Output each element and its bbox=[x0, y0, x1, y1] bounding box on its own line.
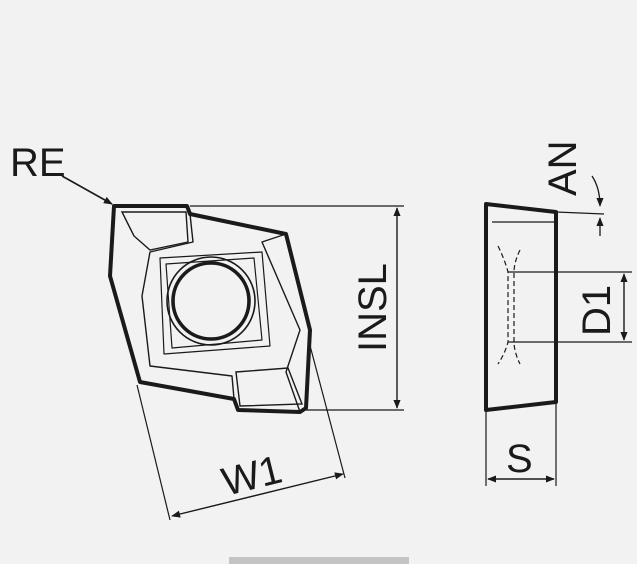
corner-pad-bottom bbox=[235, 367, 304, 407]
w1-label: W1 bbox=[218, 448, 287, 505]
hole-hidden-lines bbox=[497, 245, 521, 365]
corner-pad-top bbox=[120, 211, 189, 251]
horizontal-scrollbar[interactable] bbox=[229, 557, 409, 564]
an-label: AN bbox=[541, 140, 585, 196]
top-view: RE INSL W1 bbox=[10, 141, 404, 521]
chipbreaker-outline bbox=[141, 213, 301, 413]
an-angle-arc-top bbox=[591, 175, 604, 207]
w1-extension-left bbox=[136, 384, 171, 521]
hole-bevel-outer bbox=[165, 257, 263, 349]
insert-outline bbox=[108, 204, 312, 414]
d1-label: D1 bbox=[575, 285, 619, 336]
center-hole-inner bbox=[171, 261, 251, 341]
insl-label: INSL bbox=[351, 263, 395, 352]
side-outline bbox=[484, 202, 558, 412]
w1-extension-right bbox=[307, 337, 346, 479]
side-view: D1 S AN bbox=[484, 140, 632, 486]
re-label: RE bbox=[10, 141, 66, 185]
center-hole-outer bbox=[166, 256, 256, 346]
an-extension-line bbox=[555, 211, 605, 215]
w1-dimension-line bbox=[171, 472, 344, 518]
hole-bevel-inner bbox=[159, 251, 271, 355]
re-leader bbox=[61, 175, 113, 205]
s-label: S bbox=[506, 437, 533, 481]
